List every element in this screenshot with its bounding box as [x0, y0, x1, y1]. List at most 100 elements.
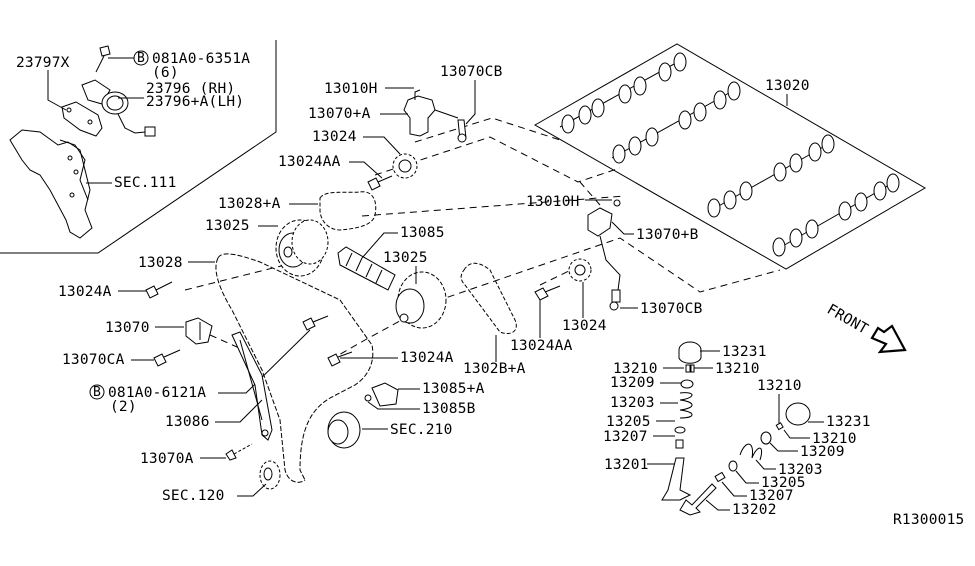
label-13205-a: 13205 [606, 414, 651, 430]
label-13205-b: 13205 [761, 475, 806, 491]
label-081a0-6121a-qty: (2) [110, 399, 137, 415]
front-arrow-icon [870, 324, 907, 354]
valve-set-b [679, 402, 811, 516]
label-13020: 13020 [765, 78, 810, 94]
label-13210-b1: 13210 [757, 378, 802, 394]
label-13207-b: 13207 [749, 488, 794, 504]
chain-guide-13085 [337, 246, 396, 291]
label-13201: 13201 [604, 457, 649, 473]
camshaft-4 [772, 173, 900, 257]
label-13010h-a: 13010H [324, 81, 378, 97]
bolt-081a0-6351a-callout: B [108, 50, 149, 66]
svg-text:B: B [137, 51, 145, 66]
reference-code: R1300015 [893, 512, 964, 528]
bolt-marker-b-icon [89, 384, 105, 400]
label-23796a-lh: 23796+A(LH) [146, 94, 244, 110]
label-13085a: 13085+A [422, 381, 485, 397]
label-13070a: 13070A [140, 451, 194, 467]
label-13209-b: 13209 [800, 444, 845, 460]
label-13203-a: 13203 [610, 395, 655, 411]
label-13203-b: 13203 [778, 462, 823, 478]
slack-guide-13086 [231, 331, 273, 441]
leader-13086 [215, 399, 263, 423]
sprocket-13025-b [395, 271, 447, 329]
label-23796-rh: 23796 (RH) [146, 81, 235, 97]
label-13070: 13070 [105, 320, 150, 336]
leader-13210-b2 [783, 429, 810, 439]
camshaft-3 [707, 134, 835, 218]
label-13202: 13202 [732, 502, 777, 518]
water-pump-sec210 [327, 411, 361, 449]
label-13024-a: 13024 [312, 129, 357, 145]
sprocket-13024-a [392, 153, 418, 179]
label-13210-a2: 13210 [715, 361, 760, 377]
leader-23797x [47, 70, 67, 111]
guide-13085a [364, 382, 399, 407]
label-13025-b: 13025 [383, 250, 428, 266]
label-13070b-plus: 13070+B [636, 227, 699, 243]
leader-13070b-plus [611, 221, 634, 235]
leader-13203-b [755, 459, 776, 470]
label-23797x: 23797X [16, 55, 70, 71]
label-081a0-6351a: 081A0-6351A [152, 51, 250, 67]
bolt-13024a-a [145, 281, 173, 299]
label-13028: 13028 [138, 255, 183, 271]
label-13086: 13086 [165, 414, 210, 430]
leader-13085 [361, 232, 398, 259]
tensioner-13070b-plus [587, 199, 621, 311]
label-13210-a1: 13210 [613, 361, 658, 377]
sprocket-13025-a [275, 219, 329, 277]
label-13024aa-a: 13024AA [278, 154, 341, 170]
bolt-13024aa-a [367, 175, 393, 191]
label-13070a-plus: 13070+A [308, 106, 371, 122]
leader-13202 [705, 499, 730, 511]
leader-081a0-6121a [218, 329, 311, 394]
leader-13070cb-a [465, 80, 476, 125]
bolt-081a0-6121a-callout: B [89, 384, 105, 400]
label-13024a-a: 13024A [58, 284, 112, 300]
leader-13024-a [363, 136, 401, 155]
valve-set-a [661, 341, 702, 501]
solenoid-bracket-assembly [9, 45, 156, 239]
label-13025-a: 13025 [205, 218, 250, 234]
camshaft-group [533, 43, 926, 270]
label-13231-a: 13231 [722, 344, 767, 360]
label-13209-a: 13209 [610, 375, 655, 391]
label-13024-b: 13024 [562, 318, 607, 334]
label-13207-a: 13207 [603, 429, 648, 445]
svg-text:B: B [93, 385, 101, 400]
chain-13028a [319, 191, 377, 231]
tensioner-13070a-plus [403, 89, 467, 143]
leader-13024aa-a [349, 161, 383, 179]
label-sec210: SEC.210 [390, 422, 453, 438]
camshaft-1 [559, 52, 687, 134]
leader-sec120 [237, 483, 267, 497]
label-13070cb-a: 13070CB [440, 64, 503, 80]
label-13231-b: 13231 [826, 414, 871, 430]
bolt-081a0-6121a [302, 315, 329, 331]
camshaft-2 [611, 81, 741, 164]
label-13028a: 13028+A [218, 196, 281, 212]
label-081a0-6351a-qty: (6) [152, 65, 179, 81]
leader-13085b [367, 401, 420, 410]
label-1302b-a: 1302B+A [463, 361, 526, 377]
bolt-13024a-b [327, 351, 353, 367]
label-sec120: SEC.120 [162, 488, 225, 504]
chain-1302b-a [460, 262, 517, 334]
label-13070ca: 13070CA [62, 352, 125, 368]
front-label: FRONT [824, 302, 871, 338]
timing-chain-13028 [215, 253, 374, 483]
inset-panel-border [0, 40, 277, 254]
label-13085b: 13085B [422, 401, 476, 417]
bolt-13024aa-b [534, 285, 561, 301]
label-081a0-6121a: 081A0-6121A [108, 385, 206, 401]
bolt-13070a [225, 443, 253, 461]
front-direction-indicator: FRONT [824, 302, 907, 354]
label-13085: 13085 [400, 225, 445, 241]
bolt-13070ca [153, 349, 181, 367]
crank-sprocket-sec120 [259, 460, 281, 490]
label-sec111: SEC.111 [114, 175, 177, 191]
leader-13207-b [721, 481, 747, 497]
sprocket-13024-b [568, 258, 592, 282]
